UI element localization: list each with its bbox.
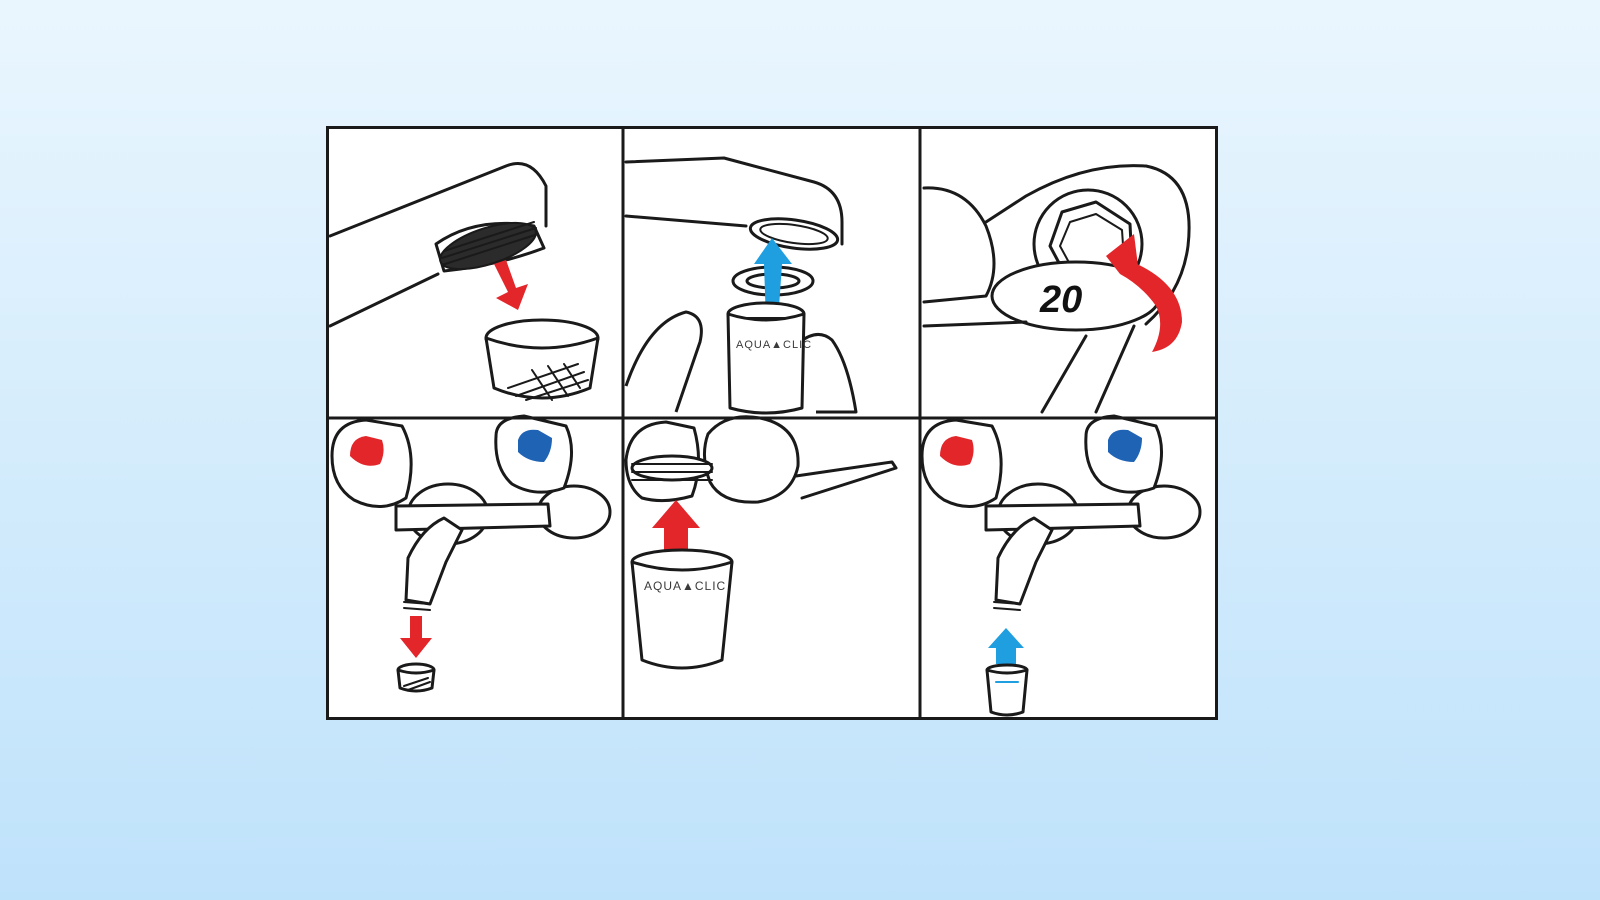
panel-4 (330, 414, 612, 693)
arrow-up-blue-2 (988, 628, 1024, 664)
aquaclic-cup (630, 560, 734, 670)
spout-knob (703, 415, 800, 504)
spout-inner-ring (759, 222, 829, 246)
arrow-down-red-2 (400, 616, 432, 658)
tap-crossbar-6 (984, 502, 1142, 532)
tap-crossbar (394, 502, 552, 532)
key-lower-lines (922, 320, 1136, 414)
panel-5: AQUA▲CLIC (624, 415, 898, 670)
spout-tip-threads (403, 601, 431, 611)
key-outline (984, 164, 1191, 326)
cold-indicator (518, 429, 552, 462)
arrow-rotate-red (1106, 234, 1182, 352)
small-aquaclic-cup (985, 668, 1029, 717)
arrow-up-blue (754, 238, 792, 322)
panel-2: AQUA▲CLIC (624, 156, 858, 415)
aquaclic-logo-text-1: AQUA▲CLIC (736, 339, 812, 351)
spout-thread-ring (630, 454, 714, 482)
finger-right (799, 333, 858, 414)
spout-bottom-edge (328, 272, 440, 328)
small-aerator-mesh (403, 677, 431, 691)
spout-bottom-edge (624, 214, 748, 228)
arrow-up-red (652, 500, 700, 554)
spout-bend-6 (994, 516, 1054, 606)
panel-3: 20 (922, 164, 1191, 414)
aquaclic-logo-text-2: AQUA▲CLIC (644, 579, 726, 593)
spout-top-edge (624, 156, 844, 246)
panel-1 (328, 162, 600, 401)
spout-pipe (794, 460, 898, 500)
aquaclic-body (726, 312, 806, 415)
aerator-mesh (507, 363, 589, 401)
panel-grid (326, 126, 1218, 720)
spout-threads (441, 221, 539, 266)
grid-border (326, 126, 1218, 720)
cold-indicator-6 (1108, 429, 1142, 462)
aerator-body (484, 336, 600, 400)
key-size-label: 20 (1039, 279, 1082, 321)
spout-threads (631, 463, 713, 481)
finger-left (624, 310, 703, 413)
spout-bend (404, 516, 464, 606)
diagram-svg: AQUA▲CLIC 20 AQUA (326, 126, 1218, 720)
spout-top-edge (328, 162, 548, 238)
panel-6 (920, 414, 1202, 717)
hot-indicator-6 (940, 436, 974, 466)
arrow-down-red (494, 260, 528, 310)
installation-diagram: AQUA▲CLIC 20 AQUA (326, 126, 1218, 720)
spout-profile (922, 186, 996, 304)
spout-tip-threads-6 (993, 601, 1021, 611)
hot-indicator (350, 436, 384, 466)
